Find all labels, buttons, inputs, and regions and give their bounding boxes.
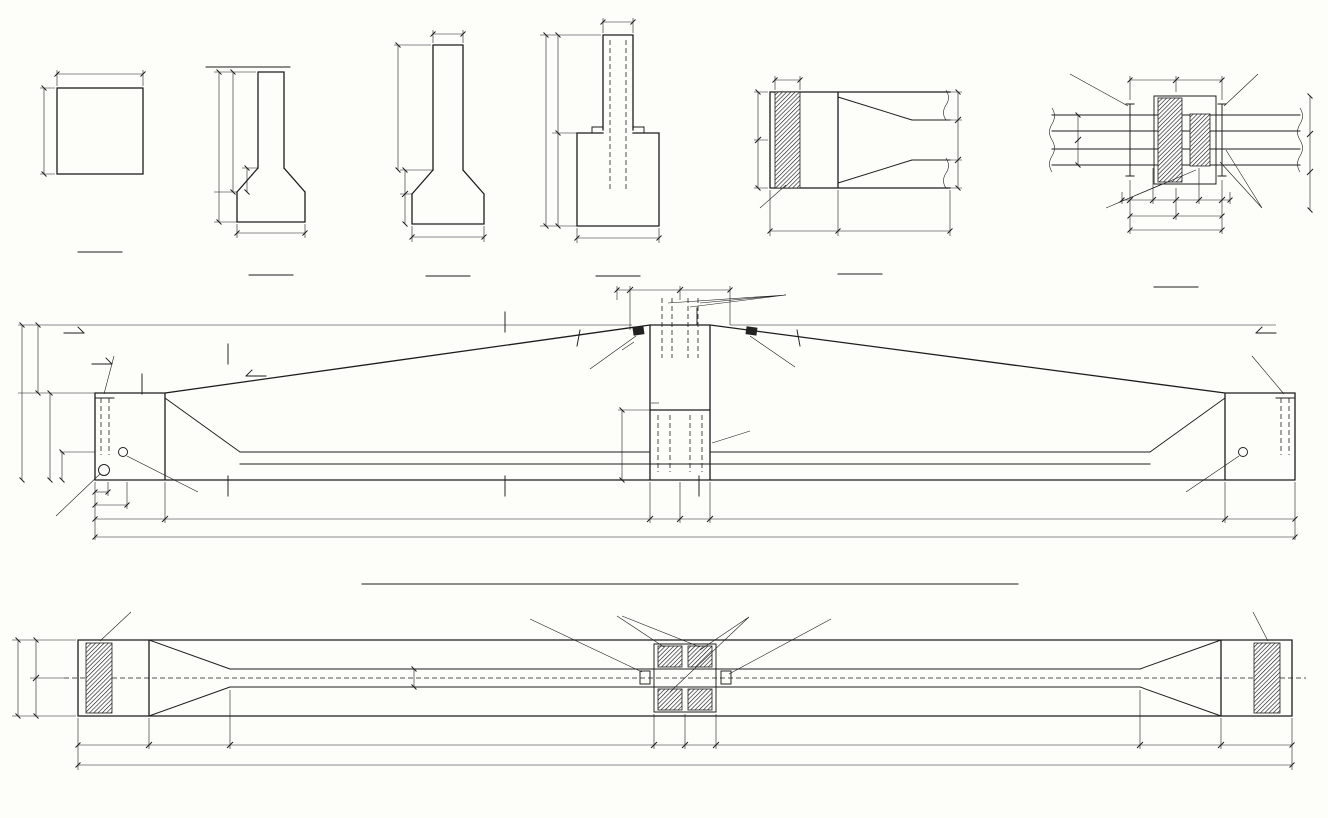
- bolt: [639, 670, 651, 685]
- installation-note: [55, 473, 101, 517]
- break-line: [1049, 107, 1303, 173]
- embedded-plate-hatch: [85, 642, 113, 714]
- section-3-3: [394, 30, 487, 277]
- embedded-plate-hatch: [774, 91, 801, 189]
- splice-plate-hatch: [1189, 113, 1211, 167]
- section-1-1: [40, 70, 146, 253]
- m3-mark: [1238, 447, 1248, 457]
- anchor-bolts: [100, 398, 1290, 455]
- section-2-2: [205, 66, 308, 276]
- splice-plate-hatch: [1157, 97, 1183, 183]
- break-line: [943, 89, 949, 189]
- m3-mark: [118, 447, 128, 457]
- installation-mark: [98, 464, 110, 476]
- joint-anchors: [657, 415, 703, 472]
- bolt: [1125, 103, 1227, 177]
- splice-plate-hatch: [687, 645, 713, 668]
- splice-plate-hatch: [657, 645, 683, 668]
- bolt: [720, 670, 732, 685]
- elevation-view: [18, 286, 1298, 540]
- splice-plate-hatch: [687, 688, 713, 711]
- m6-plate: [745, 326, 758, 336]
- embedded-plate-hatch: [1253, 642, 1281, 714]
- apex-anchors: [661, 298, 699, 358]
- section-5-5: [754, 76, 962, 275]
- cut-marks: [63, 307, 1277, 497]
- section-4-4: [540, 18, 662, 277]
- section-6-6: [1049, 73, 1314, 288]
- m6-plate: [632, 326, 645, 336]
- plan-view: [12, 611, 1306, 770]
- splice-plate-hatch: [657, 688, 683, 711]
